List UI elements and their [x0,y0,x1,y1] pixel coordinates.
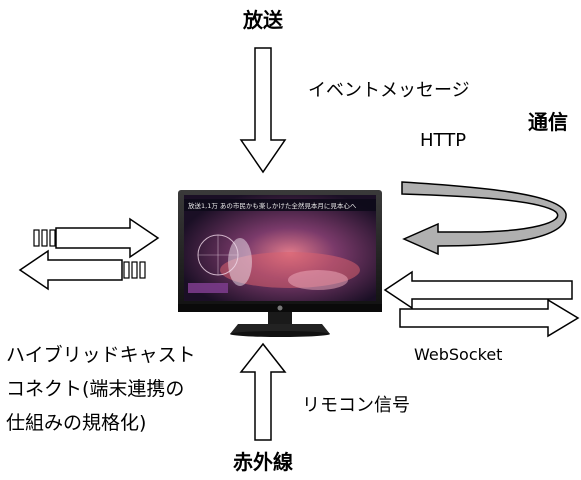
websocket-arrow-left [383,270,573,310]
event-message-label: イベントメッセージ [308,80,470,101]
left-arrow-left [18,249,146,291]
hybridcast-connect-line-2: コネクト(端末連携の [6,378,185,400]
tv-caption: 放送1,1万 あの市民かも楽しかけた全然見本月に見本心へ [188,201,357,210]
broadcast-label: 放送 [243,8,283,32]
communication-label: 通信 [528,110,568,134]
left-arrow-right [33,217,160,259]
hybridcast-connect-line-1: ハイブリッドキャスト [6,344,196,366]
http-loop-arrow [401,181,567,256]
websocket-label: WebSocket [414,345,503,364]
websocket-arrow-right [399,298,580,338]
remote-signal-label: リモコン信号 [302,395,410,416]
infrared-label: 赤外線 [233,450,293,474]
infrared-arrow [239,342,287,441]
broadcast-arrow [239,47,287,174]
tv-monitor-icon: 放送1,1万 あの市民かも楽しかけた全然見本月に見本心へ [178,190,382,337]
hybridcast-connect-line-3: 仕組みの規格化) [6,412,147,434]
hybridcast-connect-label: ハイブリッドキャスト コネクト(端末連携の 仕組みの規格化) [6,338,246,440]
http-label: HTTP [420,130,467,151]
